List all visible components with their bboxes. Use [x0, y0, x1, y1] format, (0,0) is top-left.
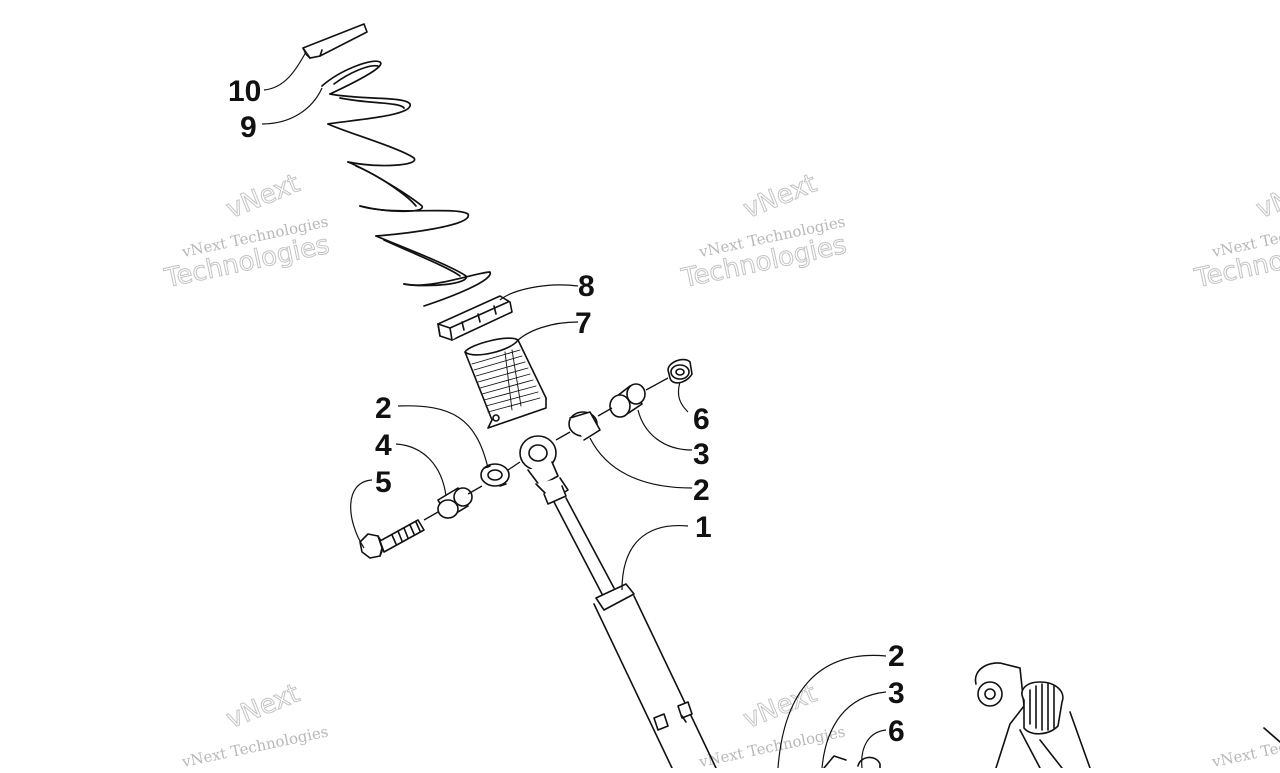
- callout-label: 6: [888, 715, 905, 748]
- callout-label: 6: [693, 403, 710, 436]
- bolt-part: [359, 519, 425, 559]
- watermark-text: vNext Technologies: [1209, 722, 1280, 768]
- watermark-text: vNext: [1252, 169, 1280, 225]
- callout-label: 4: [375, 429, 392, 462]
- callout-label: 2: [375, 392, 392, 425]
- bushing-part: [568, 411, 601, 441]
- spring-cap-part: [302, 23, 368, 59]
- cap-part: [667, 358, 693, 384]
- watermark-text: vNext Technologies: [179, 722, 329, 768]
- callout-label: 3: [888, 677, 905, 710]
- watermark-group: vNext Technologies Technologies vNext vN…: [161, 168, 1280, 771]
- lower-bracket-part: [974, 662, 1280, 769]
- spacer-part: [437, 487, 473, 519]
- spring-seat-part: [437, 295, 513, 341]
- watermark-text: vNext: [222, 169, 304, 225]
- callout-label: 3: [693, 438, 710, 471]
- callout-label: 9: [240, 111, 257, 144]
- callout-labels: 10 9 8 7 6 3 2 4 5 2 1 2 3 6: [228, 75, 905, 748]
- watermark-text: vNext Technologies: [696, 722, 846, 768]
- callout-label: 10: [228, 75, 261, 108]
- callout-label: 7: [575, 307, 592, 340]
- callout-label: 8: [578, 270, 595, 303]
- bushing-part: [480, 463, 510, 487]
- assembly-axis-lines: [423, 377, 669, 521]
- coil-spring-part: [321, 60, 491, 307]
- shock-absorber-part: [519, 435, 717, 769]
- callout-label: 2: [888, 640, 905, 673]
- bump-stop-part: [464, 337, 547, 429]
- watermark-text: vNext: [739, 169, 821, 225]
- callout-label: 5: [375, 466, 392, 499]
- spacer-part: [609, 383, 646, 418]
- callout-label: 2: [693, 474, 710, 507]
- lower-hardware-part: [823, 755, 881, 769]
- callout-label: 1: [695, 511, 712, 544]
- watermark-text: vNext: [222, 679, 304, 735]
- watermark-text: vNext: [739, 679, 821, 735]
- leader-lines: [261, 51, 887, 769]
